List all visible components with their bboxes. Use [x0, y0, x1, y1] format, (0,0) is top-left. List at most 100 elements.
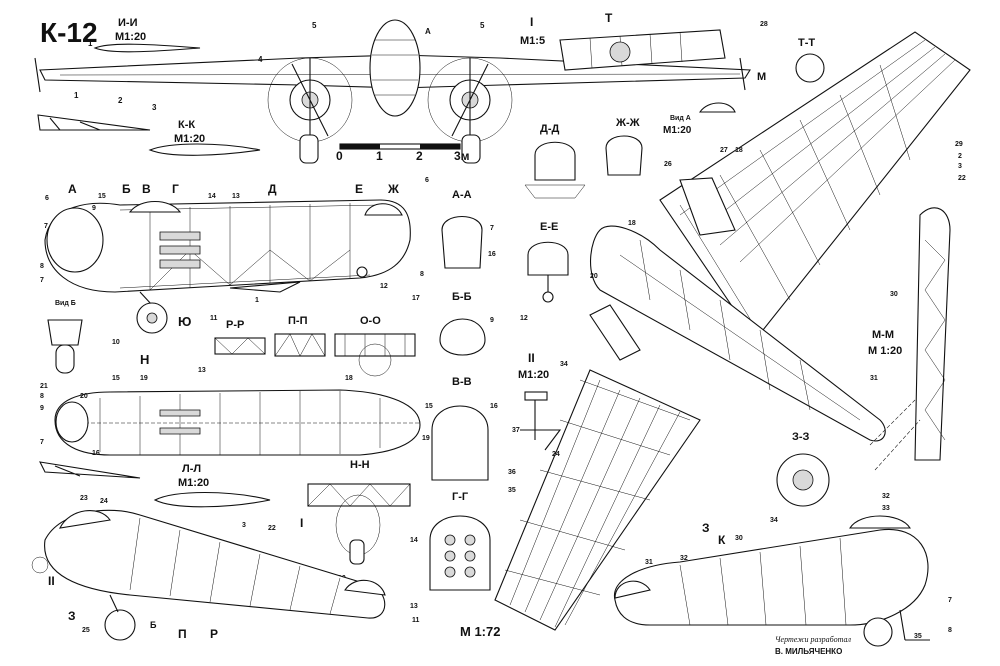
callout: 9	[92, 205, 96, 212]
scale-tick: 3м	[454, 149, 470, 163]
station-letter: А	[68, 182, 77, 196]
callout: 13	[410, 603, 418, 610]
section-dd-shape	[534, 141, 576, 181]
section-ll-name: Л-Л	[182, 463, 201, 475]
plan-right-wing	[659, 31, 971, 341]
section-ll: Л-Л М1:20 3 22	[39, 461, 276, 532]
callout: 7	[40, 277, 44, 284]
callout: 19	[422, 435, 430, 442]
section-oo: О-О	[334, 315, 416, 377]
callout: 8	[40, 393, 44, 400]
callout: 7	[948, 597, 952, 604]
callout: 24	[552, 451, 560, 458]
callout: 14	[410, 537, 418, 544]
station-letter: Г	[172, 182, 179, 196]
section-mark-m: М	[757, 71, 766, 83]
section-ii-profile	[93, 43, 201, 53]
callout: 20	[590, 273, 598, 280]
persp-right-tail-canopy	[614, 580, 651, 599]
callout: 18	[345, 375, 353, 382]
section-kk-scale: М1:20	[174, 133, 205, 145]
section-ii-name: И-И	[118, 17, 138, 29]
callout: 8	[40, 263, 44, 270]
persp-left-prop	[31, 556, 49, 574]
section-dd-base	[524, 184, 586, 199]
side-tail-wheel	[356, 266, 368, 278]
callout: 23	[80, 495, 88, 502]
callout: 6	[45, 195, 49, 202]
sections-column: А-А Б-Б В-В Г-Г 7 8 16 17 9 18 15 16 19 …	[338, 189, 498, 624]
detail-i: I М1:5 Т 28	[520, 11, 768, 71]
station-letter: В	[142, 182, 151, 196]
callout: 3	[152, 103, 157, 112]
section-mark-r: Р	[210, 627, 218, 641]
plan-view: М-М М 1:20 З-З З К 27 18 29 2 3 22 18 20…	[494, 31, 971, 631]
callout: 34	[770, 517, 778, 524]
section-mark-t: Т	[605, 11, 613, 25]
callout: 22	[268, 525, 276, 532]
station-letter: Ж	[387, 182, 399, 196]
callout: 2	[958, 153, 962, 160]
section-mark-i: I	[300, 516, 303, 530]
detail-ii-scale: М1:20	[518, 369, 549, 381]
section-mark-ii: II	[48, 574, 55, 588]
callout: 7	[44, 223, 48, 230]
section-ll-scale: М1:20	[178, 477, 209, 489]
callout: 30	[735, 535, 743, 542]
persp-right-wheel	[863, 617, 893, 647]
plan-fuselage: 21 8 9 7 20 15 19 13 16	[40, 367, 421, 457]
plan-left-wing-ribs	[504, 379, 691, 628]
plan-left-nacelle	[589, 304, 641, 361]
callout: 32	[680, 555, 688, 562]
vid-a-arrow-label: А	[425, 27, 431, 36]
persp-right-frames	[679, 537, 847, 626]
side-view: А Б В Г Д Е Ж 6 9 15 14 13 6 7 8 7 12 1 …	[40, 177, 429, 346]
callout: 12	[520, 315, 528, 322]
callout: 8	[948, 627, 952, 634]
plan-right-wing-ribs	[679, 39, 956, 336]
scale-tick: 0	[336, 149, 343, 163]
callout: 18	[735, 147, 743, 154]
callout: 7	[490, 225, 494, 232]
section-aa-shape	[441, 216, 483, 269]
section-ee-shape	[527, 241, 569, 276]
section-ee-name: Е-Е	[540, 221, 558, 233]
front-fuselage	[369, 19, 421, 117]
section-mark-p: П	[178, 627, 187, 641]
callout: 3	[242, 522, 246, 529]
plan-fuselage-frames	[99, 391, 381, 455]
callout: 15	[112, 375, 120, 382]
callout: 35	[508, 487, 516, 494]
scale-tick: 1	[376, 149, 383, 163]
section-nn-name: Н-Н	[350, 459, 370, 471]
callout: 16	[490, 403, 498, 410]
callout: 4	[258, 55, 263, 64]
callout: 28	[760, 21, 768, 28]
left-propeller-blades	[291, 58, 329, 142]
left-main-gear	[299, 134, 319, 164]
callout: 5	[312, 21, 317, 30]
callout: 14	[208, 193, 216, 200]
section-kk-profile	[148, 143, 261, 156]
persp-left-wheel	[104, 609, 136, 641]
vertical-tail-truss	[924, 239, 946, 441]
callout: 9	[40, 405, 44, 412]
persp-left-gear-strut	[109, 594, 119, 613]
right-propeller-blades	[451, 58, 489, 142]
section-pp: П-П	[274, 315, 326, 357]
plan-view-fuselage	[589, 225, 886, 442]
callout: 21	[40, 383, 48, 390]
callout: 7	[40, 439, 44, 446]
vid-b: Вид Б	[47, 300, 83, 374]
section-zhzh: Ж-Ж 26	[605, 117, 672, 176]
section-bb-name: Б-Б	[452, 291, 472, 303]
section-mark-k: К	[718, 533, 726, 547]
section-zhzh-shape	[605, 135, 643, 176]
side-rear-canopy	[364, 203, 403, 216]
callout: 2	[118, 96, 123, 105]
callout: 31	[870, 375, 878, 382]
callout: 26	[664, 161, 672, 168]
callout: 6	[425, 177, 429, 184]
bomb-circle	[444, 550, 456, 562]
front-right-wingtip	[739, 57, 746, 91]
